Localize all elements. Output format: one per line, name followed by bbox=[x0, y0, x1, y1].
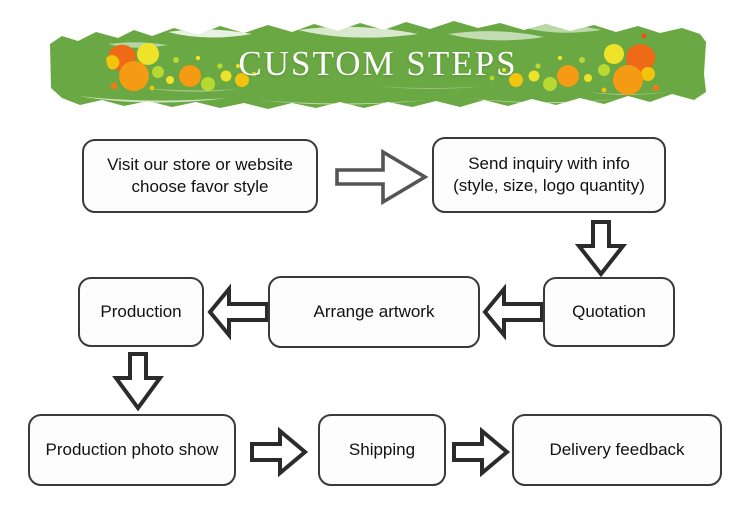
flow-node-artwork[interactable]: Arrange artwork bbox=[268, 276, 480, 348]
connector-arrow-right-shipping-to-delivery bbox=[452, 426, 511, 478]
flow-node-delivery-label: Delivery feedback bbox=[549, 439, 685, 459]
banner-green-body bbox=[50, 21, 706, 109]
flow-node-photoshow-label: Production photo show bbox=[45, 439, 219, 459]
flow-node-photoshow[interactable]: Production photo show bbox=[28, 414, 236, 486]
flow-node-production-label: Production bbox=[100, 301, 182, 321]
connector-arrow-left-quotation-to-artwork bbox=[482, 283, 544, 341]
flow-node-inquiry[interactable]: Send inquiry with info (style, size, log… bbox=[432, 137, 666, 213]
flow-node-visit-label-line1: Visit our store or website bbox=[107, 154, 293, 174]
flow-node-inquiry-label-line1: Send inquiry with info bbox=[468, 153, 630, 173]
paint-splatter-right bbox=[489, 33, 660, 95]
flow-node-production[interactable]: Production bbox=[78, 277, 204, 347]
banner-brushstroke bbox=[50, 21, 706, 109]
paint-splatter-left bbox=[106, 31, 257, 91]
connector-arrow-down-production-to-photoshow bbox=[112, 352, 164, 412]
flow-node-quotation-label: Quotation bbox=[572, 301, 646, 321]
connector-arrow-right-visit-to-inquiry bbox=[335, 148, 429, 206]
flow-node-delivery[interactable]: Delivery feedback bbox=[512, 414, 722, 486]
flow-node-shipping-label: Shipping bbox=[348, 439, 416, 459]
flow-node-visit[interactable]: Visit our store or website choose favor … bbox=[82, 139, 318, 213]
flow-node-artwork-label: Arrange artwork bbox=[313, 301, 435, 321]
flow-node-visit-label-line2: choose favor style bbox=[131, 177, 269, 196]
flow-node-inquiry-label-line2: (style, size, logo quantity) bbox=[453, 176, 645, 195]
flow-node-shipping[interactable]: Shipping bbox=[318, 414, 446, 486]
connector-arrow-down-inquiry-to-quotation bbox=[574, 220, 628, 278]
flow-node-quotation[interactable]: Quotation bbox=[543, 277, 675, 347]
connector-arrow-left-artwork-to-production bbox=[207, 283, 269, 341]
connector-arrow-right-photoshow-to-shipping bbox=[250, 426, 309, 478]
banner: CUSTOM STEPS bbox=[48, 14, 708, 114]
